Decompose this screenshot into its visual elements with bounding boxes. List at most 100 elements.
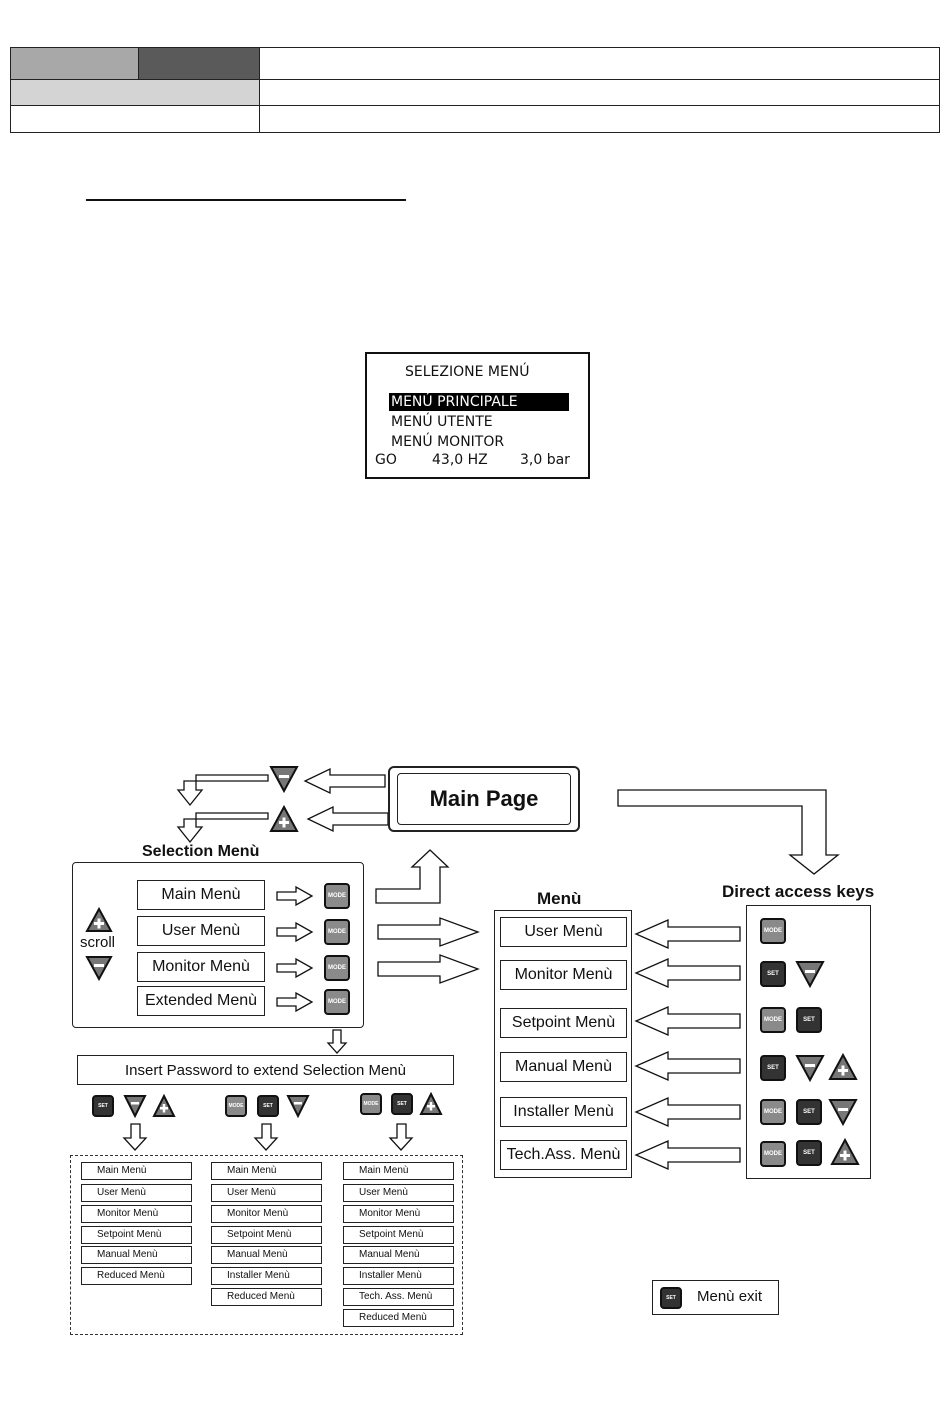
lcd-item-user[interactable]: MENÚ UTENTE bbox=[391, 414, 493, 430]
arrow-right bbox=[377, 954, 480, 984]
lcd-selected-item[interactable]: MENÚ PRINCIPALE bbox=[389, 393, 569, 411]
selection-item-extended[interactable]: Extended Menù bbox=[137, 986, 265, 1016]
main-page-box[interactable]: Main Page bbox=[397, 773, 571, 825]
arrow-small bbox=[276, 885, 314, 907]
mode-key-icon[interactable]: MODE bbox=[324, 989, 350, 1015]
arrow-elbow bbox=[617, 789, 840, 875]
list-item[interactable]: Tech. Ass. Menù bbox=[343, 1288, 454, 1306]
up-key-icon[interactable] bbox=[152, 1094, 176, 1118]
up-key-icon[interactable] bbox=[830, 1138, 860, 1166]
header-cell-row3-right bbox=[259, 105, 940, 133]
menu-item-label: Setpoint Menù bbox=[511, 1014, 616, 1031]
scroll-label: scroll bbox=[80, 934, 116, 951]
arrow-small bbox=[276, 991, 314, 1013]
set-key-icon[interactable]: SET bbox=[92, 1095, 114, 1117]
arrow-elbow bbox=[176, 774, 269, 807]
selection-item-label: User Menù bbox=[161, 922, 241, 939]
scroll-up-icon[interactable] bbox=[85, 907, 113, 933]
list-item[interactable]: Setpoint Menù bbox=[81, 1226, 192, 1244]
set-key-icon[interactable]: SET bbox=[660, 1287, 682, 1309]
arrow-small bbox=[276, 921, 314, 943]
set-key-icon[interactable]: SET bbox=[760, 1055, 786, 1081]
mode-key-icon[interactable]: MODE bbox=[760, 918, 786, 944]
list-item[interactable]: Reduced Menù bbox=[81, 1267, 192, 1285]
up-key-icon[interactable] bbox=[269, 805, 299, 833]
selection-menu-panel bbox=[72, 862, 364, 1028]
list-item[interactable]: Monitor Menù bbox=[81, 1205, 192, 1223]
selection-item-user[interactable]: User Menù bbox=[137, 916, 265, 946]
mode-key-icon[interactable]: MODE bbox=[324, 955, 350, 981]
lcd-title: SELEZIONE MENÚ bbox=[405, 364, 530, 380]
list-item[interactable]: Manual Menù bbox=[343, 1246, 454, 1264]
exit-label: Menù exit bbox=[697, 1288, 763, 1305]
menu-item-tech-ass[interactable]: Tech.Ass. Menù bbox=[500, 1140, 627, 1170]
mode-key-icon[interactable]: MODE bbox=[760, 1141, 786, 1167]
list-item[interactable]: Manual Menù bbox=[211, 1246, 322, 1264]
menu-item-user[interactable]: User Menù bbox=[500, 917, 627, 947]
mode-key-icon[interactable]: MODE bbox=[760, 1007, 786, 1033]
menu-item-label: Tech.Ass. Menù bbox=[506, 1146, 621, 1163]
list-item[interactable]: Installer Menù bbox=[211, 1267, 322, 1285]
set-key-icon[interactable]: SET bbox=[796, 1007, 822, 1033]
section-underline bbox=[86, 199, 406, 201]
down-key-icon[interactable] bbox=[269, 765, 299, 793]
down-key-icon[interactable] bbox=[795, 1054, 825, 1082]
list-item[interactable]: Reduced Menù bbox=[211, 1288, 322, 1306]
main-page-label: Main Page bbox=[429, 786, 539, 811]
list-item[interactable]: Setpoint Menù bbox=[211, 1226, 322, 1244]
list-item[interactable]: User Menù bbox=[343, 1184, 454, 1202]
arrow-left bbox=[634, 1140, 741, 1170]
extended-menus-panel bbox=[70, 1155, 463, 1335]
list-item[interactable]: Monitor Menù bbox=[343, 1205, 454, 1223]
mode-key-icon[interactable]: MODE bbox=[360, 1093, 382, 1115]
up-key-icon[interactable] bbox=[419, 1092, 443, 1116]
down-key-icon[interactable] bbox=[795, 960, 825, 988]
lcd-display: SELEZIONE MENÚ MENÚ PRINCIPALE MENÚ UTEN… bbox=[365, 352, 590, 479]
list-item[interactable]: Reduced Menù bbox=[343, 1309, 454, 1327]
set-key-icon[interactable]: SET bbox=[391, 1093, 413, 1115]
arrow-left bbox=[634, 1051, 741, 1081]
down-key-icon[interactable] bbox=[828, 1098, 858, 1126]
menu-item-manual[interactable]: Manual Menù bbox=[500, 1052, 627, 1082]
mode-key-icon[interactable]: MODE bbox=[324, 919, 350, 945]
set-key-icon[interactable]: SET bbox=[796, 1140, 822, 1166]
menu-item-installer[interactable]: Installer Menù bbox=[500, 1097, 627, 1127]
arrow-down bbox=[122, 1123, 148, 1151]
list-item[interactable]: Manual Menù bbox=[81, 1246, 192, 1264]
selection-item-main[interactable]: Main Menù bbox=[137, 880, 265, 910]
password-label: Insert Password to extend Selection Menù bbox=[125, 1061, 406, 1079]
selection-item-label: Monitor Menù bbox=[152, 958, 250, 975]
password-box[interactable]: Insert Password to extend Selection Menù bbox=[77, 1055, 454, 1085]
list-item[interactable]: Installer Menù bbox=[343, 1267, 454, 1285]
list-item[interactable]: Setpoint Menù bbox=[343, 1226, 454, 1244]
selection-item-label: Main Menù bbox=[161, 886, 241, 903]
lcd-status-go: GO bbox=[375, 452, 397, 468]
set-key-icon[interactable]: SET bbox=[760, 961, 786, 987]
up-key-icon[interactable] bbox=[828, 1053, 858, 1081]
list-item[interactable]: Main Menù bbox=[343, 1162, 454, 1180]
selection-item-monitor[interactable]: Monitor Menù bbox=[137, 952, 265, 982]
down-key-icon[interactable] bbox=[286, 1094, 310, 1118]
mode-key-icon[interactable]: MODE bbox=[760, 1099, 786, 1125]
arrow-right bbox=[377, 917, 480, 947]
set-key-icon[interactable]: SET bbox=[257, 1095, 279, 1117]
arrow-down bbox=[326, 1029, 348, 1054]
mode-key-icon[interactable]: MODE bbox=[324, 883, 350, 909]
list-item[interactable]: User Menù bbox=[81, 1184, 192, 1202]
list-item[interactable]: Main Menù bbox=[81, 1162, 192, 1180]
menu-item-setpoint[interactable]: Setpoint Menù bbox=[500, 1008, 627, 1038]
scroll-down-icon[interactable] bbox=[85, 955, 113, 981]
list-item[interactable]: Main Menù bbox=[211, 1162, 322, 1180]
mode-key-icon[interactable]: MODE bbox=[225, 1095, 247, 1117]
arrow-elbow bbox=[176, 812, 269, 844]
menu-item-monitor[interactable]: Monitor Menù bbox=[500, 960, 627, 990]
arrow-down bbox=[253, 1123, 279, 1151]
down-key-icon[interactable] bbox=[123, 1094, 147, 1118]
set-key-icon[interactable]: SET bbox=[796, 1099, 822, 1125]
menu-item-label: Installer Menù bbox=[513, 1103, 614, 1120]
arrow-left bbox=[634, 919, 741, 949]
list-item[interactable]: User Menù bbox=[211, 1184, 322, 1202]
list-item[interactable]: Monitor Menù bbox=[211, 1205, 322, 1223]
lcd-item-monitor[interactable]: MENÚ MONITOR bbox=[391, 434, 505, 450]
